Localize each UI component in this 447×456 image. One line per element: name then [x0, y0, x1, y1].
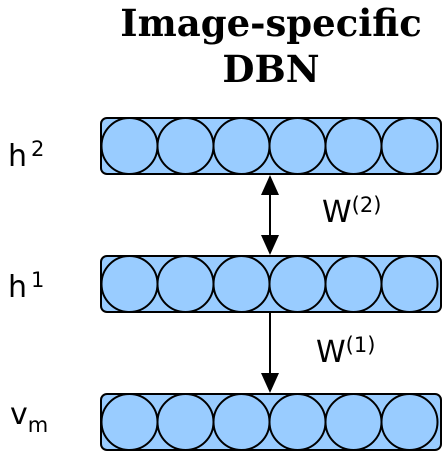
weight-label-w1-sup: (1) — [345, 333, 376, 357]
unit-node — [324, 255, 383, 313]
unit-node — [268, 255, 327, 313]
arrowhead-up — [261, 175, 279, 195]
unit-node — [380, 255, 439, 313]
layer-h1-units — [100, 255, 439, 313]
weight-label-w1: W(1) — [316, 333, 375, 370]
layer-label-vm: vm — [10, 397, 48, 438]
unit-node — [324, 393, 383, 451]
layer-h1 — [100, 255, 442, 313]
arrowhead-down — [261, 235, 279, 255]
layer-label-h2-base: h — [8, 139, 28, 174]
unit-node — [156, 117, 215, 175]
weight-label-w2: W(2) — [322, 193, 381, 230]
unit-node — [212, 393, 271, 451]
unit-node — [156, 393, 215, 451]
unit-node — [268, 393, 327, 451]
unit-node — [324, 117, 383, 175]
weight-label-w2-base: W — [322, 195, 352, 230]
arrowhead-down — [261, 373, 279, 393]
directed-arrow-w1 — [261, 313, 279, 393]
unit-node — [268, 117, 327, 175]
unit-node — [212, 117, 271, 175]
unit-node — [100, 255, 159, 313]
layer-vm — [100, 393, 442, 451]
layer-vm-units — [100, 393, 439, 451]
diagram-title: Image-specific DBN — [95, 0, 447, 92]
unit-node — [156, 255, 215, 313]
layer-h2 — [100, 117, 442, 175]
title-line-1: Image-specific — [120, 1, 422, 45]
layer-label-h2-sup: 2 — [31, 137, 45, 161]
layer-label-h1-sup: 1 — [31, 268, 45, 292]
layer-label-h1-base: h — [8, 270, 28, 305]
unit-node — [100, 117, 159, 175]
title-line-2: DBN — [222, 47, 320, 91]
layer-label-vm-base: v — [10, 397, 28, 432]
unit-node — [100, 393, 159, 451]
unit-node — [212, 255, 271, 313]
unit-node — [380, 117, 439, 175]
layer-label-vm-sub: m — [27, 413, 49, 437]
unit-node — [380, 393, 439, 451]
weight-label-w1-base: W — [316, 335, 346, 370]
bidirectional-arrow-w2 — [261, 175, 279, 255]
layer-h2-units — [100, 117, 439, 175]
weight-label-w2-sup: (2) — [351, 193, 382, 217]
